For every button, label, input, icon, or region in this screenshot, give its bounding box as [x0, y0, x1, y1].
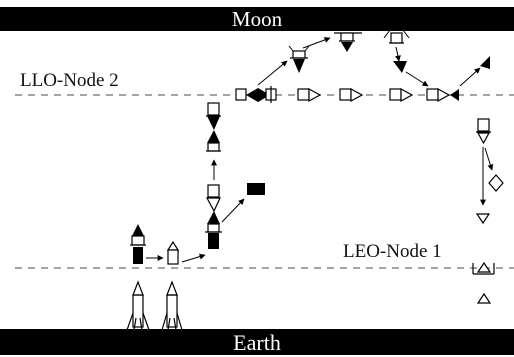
llo-vehicle-2: [339, 87, 364, 103]
llo-vehicle-3: [389, 87, 414, 103]
leo-node-1-label: LEO-Node 1: [343, 241, 442, 262]
arrow-return-to-module: [484, 147, 494, 171]
leo-crew-vehicle: [166, 240, 180, 265]
leo-capsule-docked: [472, 261, 495, 275]
return-capsule: [475, 213, 491, 225]
ascent-vehicle: [383, 29, 410, 44]
arrow-llo-to-descent: [257, 60, 288, 86]
descending-lander: [288, 45, 310, 73]
launch-rocket-2: [161, 280, 183, 331]
launch-rocket-1: [126, 280, 150, 331]
arrow-llo-departure: [459, 67, 481, 87]
landed-capsule: [476, 292, 492, 304]
earth-band: Earth: [0, 329, 514, 355]
leo-lander-stack: [130, 224, 146, 264]
moon-surface-lander: [334, 32, 362, 52]
llo-docked-pair: [235, 86, 277, 103]
transfer-stack-lower: [205, 184, 222, 249]
llo-node-2-label: LLO-Node 2: [20, 70, 119, 91]
arrow-ascent-down: [394, 46, 401, 62]
arrow-descent-to-surface: [302, 37, 331, 49]
departure-stage: [480, 56, 490, 69]
ascent-stage: [393, 61, 407, 73]
transfer-stack-upper: [206, 102, 221, 152]
jettisoned-module: [488, 174, 504, 192]
discarded-stage: [247, 183, 265, 195]
arrow-ascent-to-llo: [405, 71, 429, 87]
llo-vehicle-4: [426, 87, 459, 103]
moon-band: Moon: [0, 7, 514, 31]
llo-vehicle-1: [297, 87, 322, 103]
arrow-transfer-to-stage: [221, 198, 245, 223]
return-vehicle: [476, 118, 491, 145]
arrow-crew-to-transfer: [181, 253, 206, 263]
